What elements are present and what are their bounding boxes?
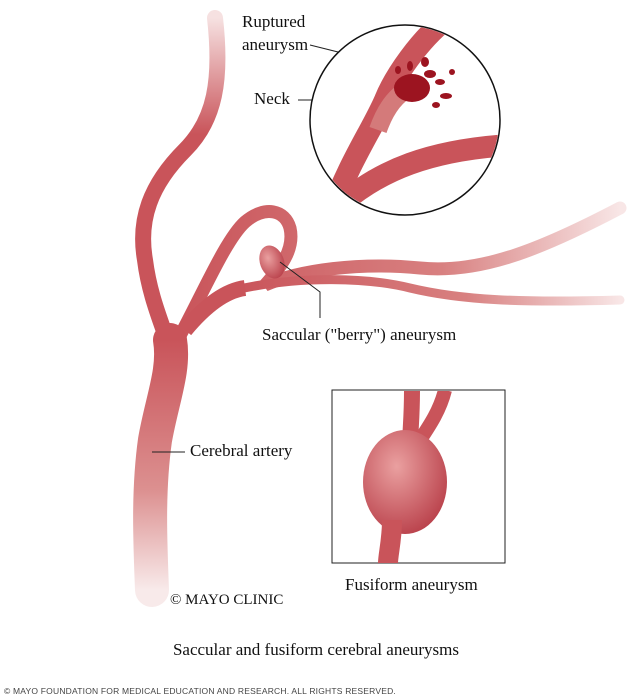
cerebral-artery-trunk	[133, 323, 189, 607]
upper-artery	[135, 10, 226, 358]
lower-branch-artery	[230, 275, 625, 306]
ruptured-aneurysm-inset	[309, 24, 501, 216]
label-neck: Neck	[254, 89, 290, 108]
label-ruptured-line1: Ruptured	[242, 12, 306, 31]
label-cerebral-artery: Cerebral artery	[190, 441, 293, 460]
fusiform-aneurysm-inset	[331, 389, 506, 564]
mayo-clinic-mark: © MAYO CLINIC	[170, 592, 284, 608]
blood-splatter	[394, 57, 455, 108]
caption: Saccular and fusiform cerebral aneurysms	[172, 640, 460, 659]
label-saccular-aneurysm: Saccular ("berry") aneurysm	[262, 325, 457, 344]
label-fusiform-aneurysm: Fusiform aneurysm	[345, 575, 478, 594]
copyright-footer: © MAYO FOUNDATION FOR MEDICAL EDUCATION …	[4, 686, 396, 696]
label-ruptured-line2: aneurysm	[242, 35, 309, 54]
berry-aneurysm	[259, 245, 285, 279]
